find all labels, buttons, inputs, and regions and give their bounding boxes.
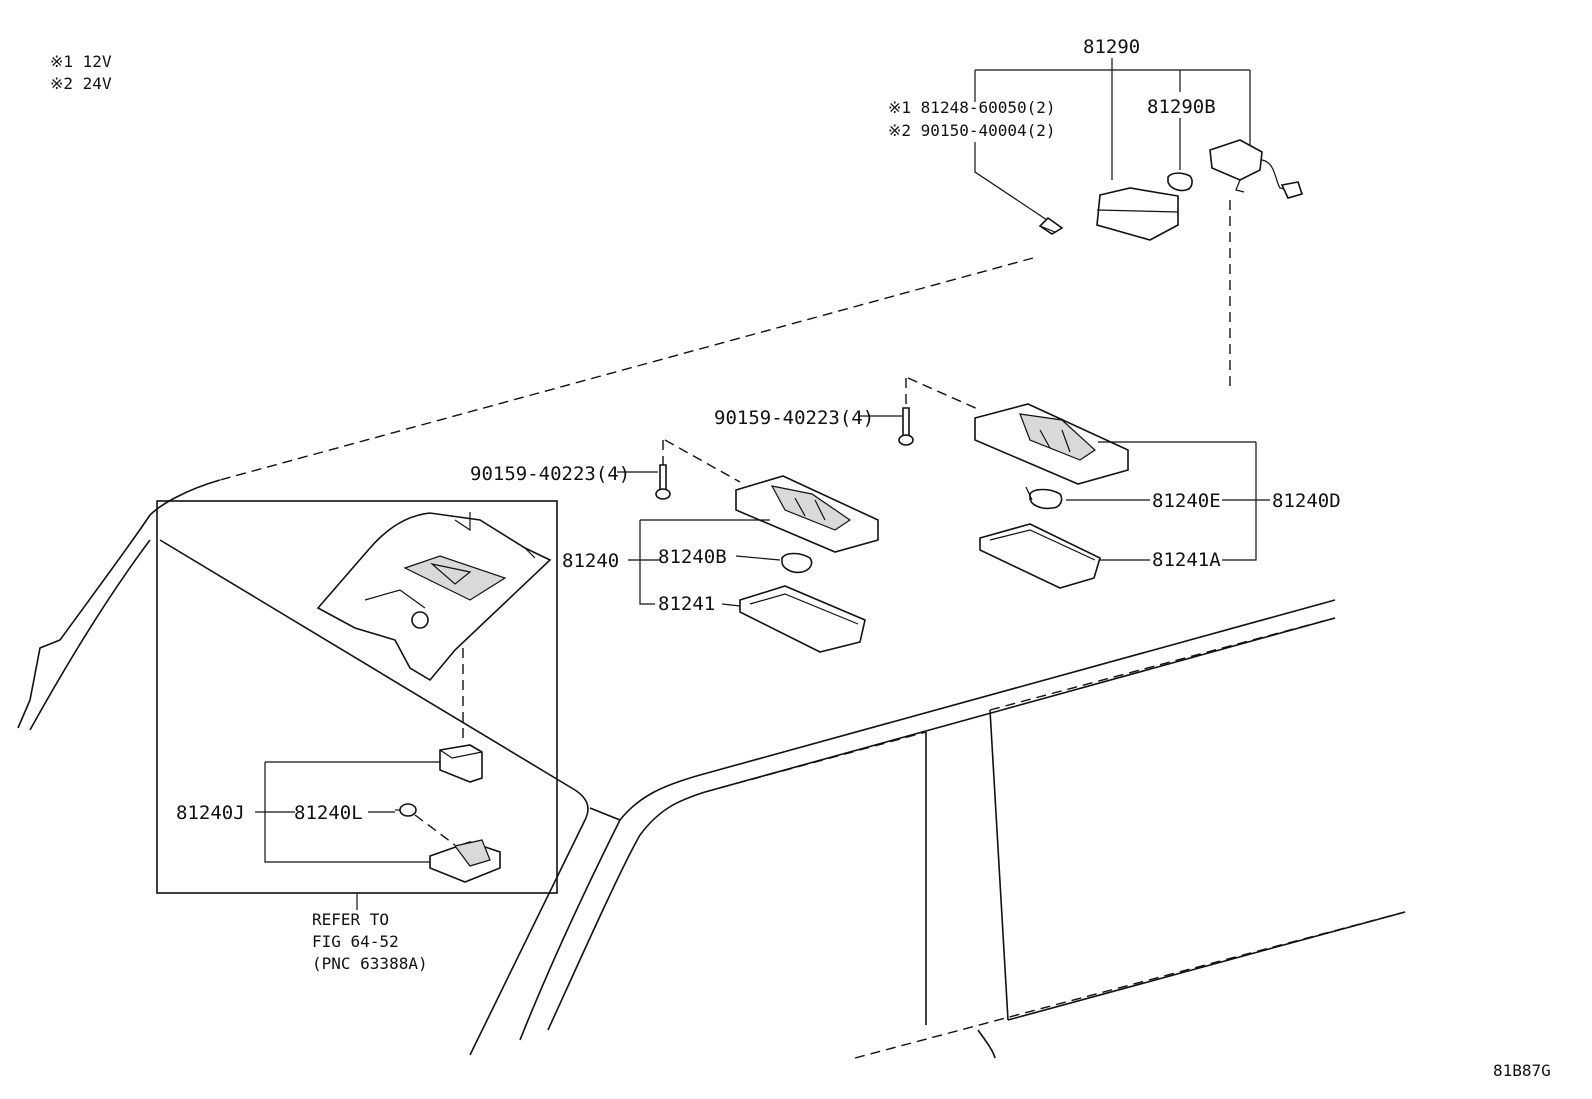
callout-81240D: 81240D — [1272, 490, 1341, 512]
group-81290 — [974, 58, 1304, 390]
callout-81240L: 81240L — [294, 802, 363, 824]
refer-line-2: FIG 64-52 — [312, 932, 399, 951]
refer-line-3: (PNC 63388A) — [312, 954, 428, 973]
callout-81240J: 81240J — [176, 802, 245, 824]
callout-81241A: 81241A — [1152, 549, 1221, 571]
callout-81240B: 81240B — [658, 546, 727, 568]
callout-81241: 81241 — [658, 593, 715, 615]
callout-screw-12v: ※1 81248-60050(2) — [888, 98, 1056, 117]
callout-81240: 81240 — [562, 550, 619, 572]
vehicle-body-outline — [17, 257, 1406, 1059]
callout-81240E: 81240E — [1152, 490, 1221, 512]
note-24v: ※2 24V — [50, 74, 112, 93]
callout-screw-24v: ※2 90150-40004(2) — [888, 121, 1056, 140]
figure-code: 81B87G — [1493, 1061, 1551, 1080]
callout-81290B: 81290B — [1147, 96, 1216, 118]
refer-line-1: REFER TO — [312, 910, 389, 929]
note-12v: ※1 12V — [50, 52, 112, 71]
callout-81290: 81290 — [1083, 36, 1140, 58]
group-81240D — [858, 377, 1270, 589]
callout-screw-right: 90159-40223(4) — [714, 407, 874, 429]
callout-screw-left: 90159-40223(4) — [470, 463, 630, 485]
inset-box — [156, 500, 558, 894]
group-81240 — [617, 439, 879, 653]
